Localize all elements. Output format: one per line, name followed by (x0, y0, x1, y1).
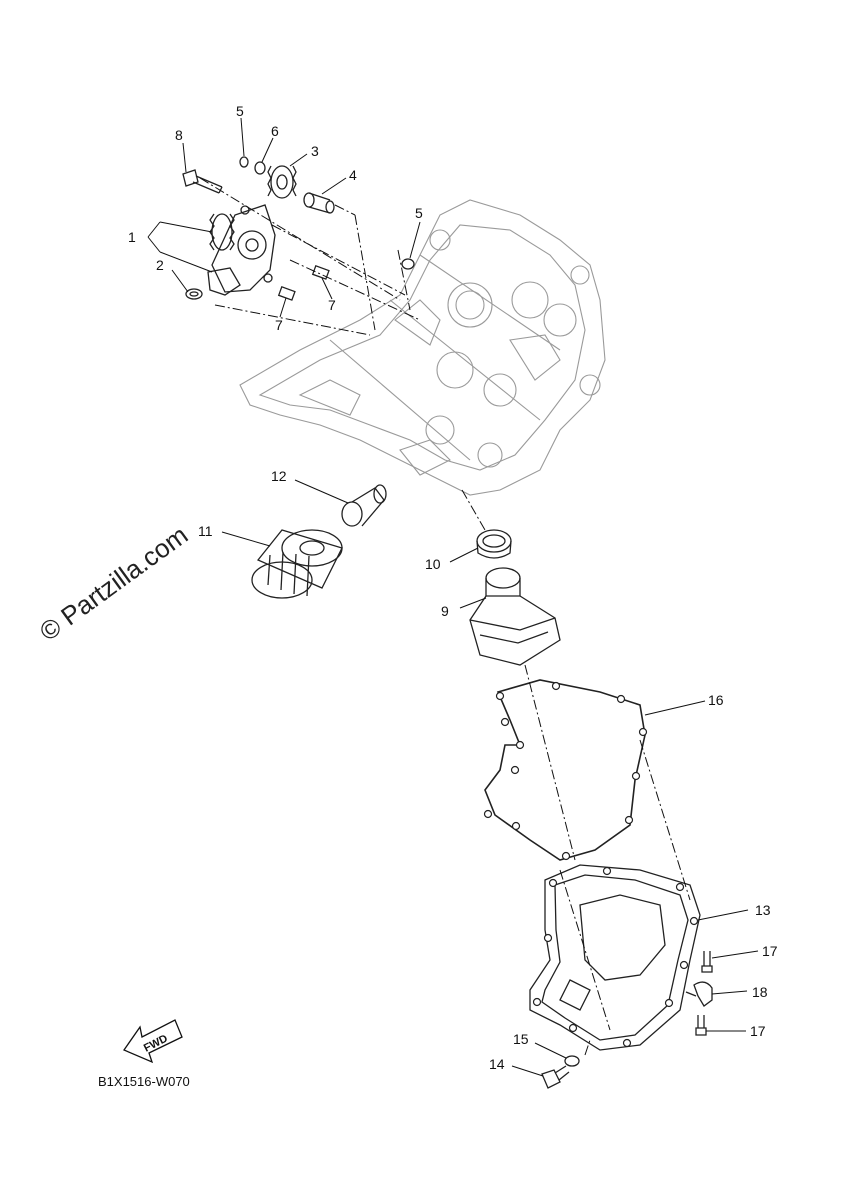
callout-5-crankcase: 5 (415, 205, 423, 221)
callout-8: 8 (175, 127, 183, 143)
o-ring-part (239, 156, 249, 168)
gear-part (267, 165, 297, 199)
bolt-part-lower (695, 1015, 707, 1036)
o-ring-part-2 (401, 258, 415, 270)
callout-labels: 1 2 3 4 5 5 6 7 7 8 9 10 11 12 13 14 15 … (128, 103, 778, 1072)
callout-18: 18 (752, 984, 768, 1000)
pipe-part (303, 192, 335, 214)
callout-1: 1 (128, 229, 136, 245)
callout-11: 11 (198, 523, 213, 539)
callout-6: 6 (271, 123, 279, 139)
washer-part (185, 288, 203, 300)
strainer-o-ring (476, 529, 512, 559)
callout-3: 3 (311, 143, 319, 159)
callout-15: 15 (513, 1031, 529, 1047)
callout-leader-lines (147, 117, 759, 1077)
crankcase-illustration (239, 199, 606, 496)
circlip-part (254, 161, 266, 175)
callout-10: 10 (425, 556, 441, 572)
assembly-guide-lines (199, 177, 691, 1056)
callout-13: 13 (755, 902, 771, 918)
oil-filter-cartridge (251, 529, 343, 599)
callout-2: 2 (156, 257, 164, 273)
dowel-pin-upper (311, 265, 330, 280)
callout-12: 12 (271, 468, 287, 484)
callout-4: 4 (349, 167, 357, 183)
oil-strainer (469, 567, 561, 666)
watermark: © Partzilla.com (34, 520, 193, 647)
diagram-code: B1X1516-W070 (98, 1074, 190, 1089)
drain-washer (564, 1055, 580, 1067)
oil-pan-gasket (483, 679, 648, 861)
callout-7-lower: 7 (275, 317, 283, 333)
callout-5-upper: 5 (236, 103, 244, 119)
bolt-part (182, 169, 223, 194)
oil-pan (529, 864, 701, 1051)
clamp-part (685, 981, 713, 1007)
callout-16: 16 (708, 692, 724, 708)
callout-9: 9 (441, 603, 449, 619)
callout-7-upper: 7 (328, 297, 336, 313)
callout-17-upper: 17 (762, 943, 778, 959)
drain-bolt (541, 1065, 570, 1089)
dowel-pin-lower (277, 286, 296, 301)
oil-pump-assembly (207, 204, 276, 296)
oil-filter-union-bolt (341, 484, 387, 527)
bolt-part-upper (701, 951, 713, 973)
forward-direction-arrow: FWD (123, 1019, 183, 1064)
callout-17-lower: 17 (750, 1023, 766, 1039)
callout-14: 14 (489, 1056, 505, 1072)
